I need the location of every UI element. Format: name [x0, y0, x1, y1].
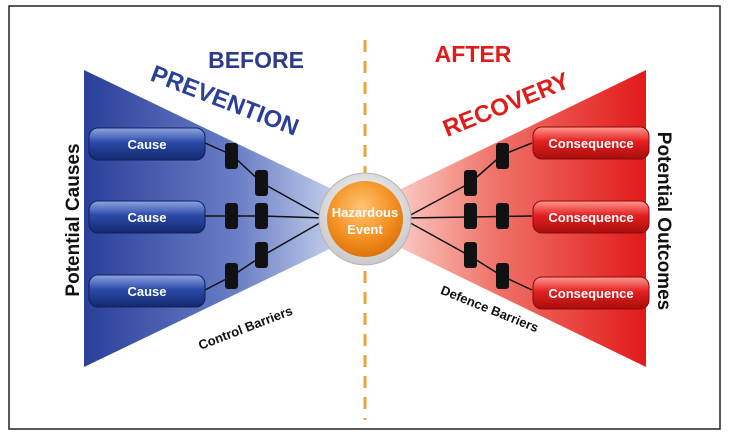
defence-barrier-blocks	[464, 143, 509, 289]
consequence-box: Consequence	[532, 126, 650, 160]
consequence-label: Consequence	[548, 210, 633, 225]
barrier-block	[225, 143, 238, 169]
event-label-line-1: Hazardous	[332, 205, 398, 220]
after-label: AFTER	[435, 41, 512, 67]
consequence-label: Consequence	[548, 136, 633, 151]
barrier-block	[225, 203, 238, 229]
barrier-block	[225, 263, 238, 289]
potential-outcomes-label: Potential Outcomes	[653, 132, 674, 310]
barrier-block	[496, 143, 509, 169]
hazardous-event: Hazardous Event	[318, 172, 412, 266]
barrier-block	[496, 263, 509, 289]
before-label: BEFORE	[208, 47, 304, 73]
barrier-block	[496, 203, 509, 229]
cause-label: Cause	[127, 284, 166, 299]
cause-box: Cause	[88, 274, 206, 308]
consequence-label: Consequence	[548, 286, 633, 301]
barrier-block	[464, 170, 477, 196]
cause-box: Cause	[88, 200, 206, 234]
consequence-box: Consequence	[532, 276, 650, 310]
barrier-block	[464, 203, 477, 229]
potential-causes-label: Potential Causes	[63, 143, 84, 296]
cause-label: Cause	[127, 137, 166, 152]
event-label-line-2: Event	[347, 222, 383, 237]
barrier-block	[255, 170, 268, 196]
control-barrier-blocks	[225, 143, 268, 289]
barrier-block	[255, 242, 268, 268]
barrier-block	[464, 242, 477, 268]
consequence-box: Consequence	[532, 200, 650, 234]
barrier-block	[255, 203, 268, 229]
cause-box: Cause	[88, 127, 206, 161]
cause-label: Cause	[127, 210, 166, 225]
